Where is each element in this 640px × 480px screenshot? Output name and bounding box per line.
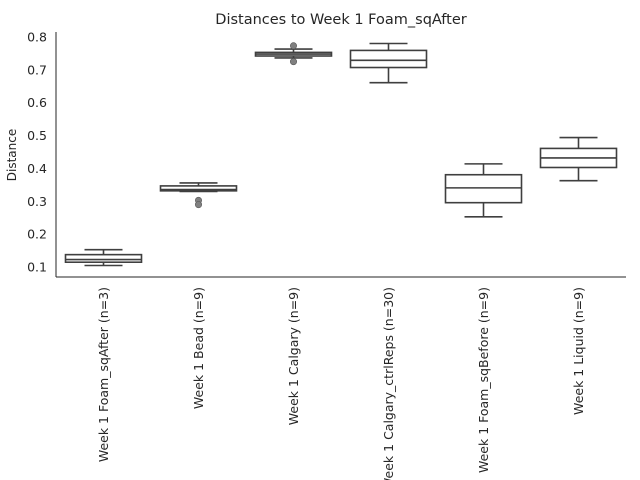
y-tick-label: 0.2: [27, 227, 47, 242]
x-tick-label: Week 1 Liquid (n=9): [571, 287, 586, 415]
box-body: [64, 253, 143, 264]
box-group: [444, 163, 523, 218]
box-body: [444, 173, 523, 204]
x-tick-label: Week 1 Foam_sqAfter (n=3): [96, 287, 111, 462]
x-axis-ticks: Week 1 Foam_sqAfter (n=3) Week 1 Bead (n=…: [96, 287, 586, 480]
box-group: [349, 42, 428, 84]
outlier-point: [289, 42, 297, 50]
box-group: [64, 248, 143, 267]
y-tick-label: 0.3: [27, 194, 47, 209]
y-tick-label: 0.5: [27, 128, 47, 143]
outlier-point: [195, 201, 203, 209]
x-tick-label: Week 1 Bead (n=9): [191, 287, 206, 409]
y-tick-label: 0.8: [27, 29, 47, 44]
box-group: [539, 136, 618, 182]
box-group: [159, 182, 238, 209]
y-tick-label: 0.4: [27, 161, 47, 176]
chart-title: Distances to Week 1 Foam_sqAfter: [215, 12, 466, 28]
outlier-point: [289, 58, 297, 66]
x-tick-label: Week 1 Calgary (n=9): [286, 287, 301, 425]
x-tick-label: Week 1 Foam_sqBefore (n=9): [476, 287, 491, 473]
box-body: [159, 185, 238, 192]
y-tick-label: 0.7: [27, 62, 47, 77]
y-tick-label: 0.1: [27, 260, 47, 275]
y-tick-label: 0.6: [27, 95, 47, 110]
x-tick-label: Week 1 Calgary_ctrlReps (n=30): [381, 287, 396, 480]
box-body: [349, 49, 428, 69]
axes: [55, 32, 626, 278]
box-series: [64, 42, 618, 267]
box-group: [254, 42, 333, 66]
y-axis-label: Distance: [5, 129, 19, 181]
y-axis-ticks: 0.1 0.2 0.3 0.4 0.5 0.6 0.7 0.8: [27, 29, 47, 274]
